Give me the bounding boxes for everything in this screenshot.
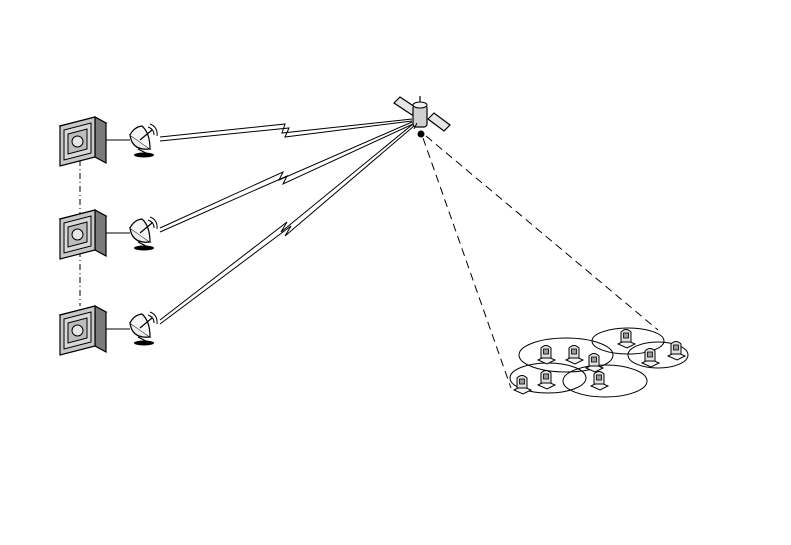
uplink-3: [159, 123, 415, 325]
gateway-server-1: [59, 116, 107, 167]
user-terminal: [513, 375, 532, 395]
user-terminal: [590, 371, 609, 391]
beam-ellipse-3: [562, 364, 648, 398]
gateway-server-3: [59, 305, 107, 356]
coverage-boundary-left: [422, 137, 512, 389]
uplink-2: [159, 121, 414, 233]
user-terminal: [537, 345, 556, 365]
uplink-1: [159, 118, 413, 142]
beam-ellipse-5: [627, 341, 689, 369]
coverage-boundary-right: [425, 135, 659, 331]
beam-ellipse-2: [518, 337, 614, 373]
user-terminal: [565, 345, 584, 365]
dish-antenna-3: [129, 311, 158, 347]
user-terminal: [617, 329, 636, 349]
user-terminal: [585, 353, 604, 373]
user-terminals: [513, 329, 686, 395]
satellite: [393, 96, 451, 138]
dish-antenna-2: [129, 216, 158, 252]
dish-antenna-1: [129, 123, 158, 159]
user-terminal: [667, 341, 686, 361]
user-terminal: [641, 348, 660, 368]
user-terminal: [537, 370, 556, 390]
gateway-server-2: [59, 209, 107, 260]
